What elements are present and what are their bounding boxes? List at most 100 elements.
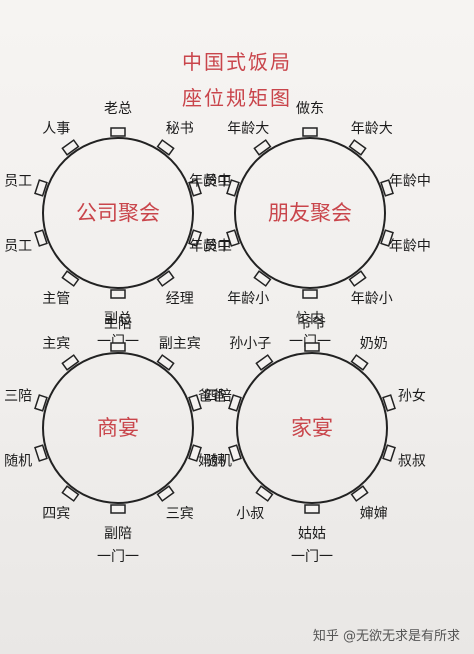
round-table <box>234 137 386 289</box>
seat-label: 副陪 <box>104 526 132 542</box>
chair <box>61 270 80 287</box>
seat-label: 小叔 <box>236 506 264 522</box>
seat-label: 员工 <box>4 238 32 254</box>
seat-label: 主陪 <box>104 316 132 332</box>
seat-label: 孙小子 <box>229 336 271 352</box>
chair <box>382 444 396 462</box>
chair <box>302 289 318 299</box>
seat-label: 叔叔 <box>398 453 426 469</box>
seat-label: 秘书 <box>166 121 194 137</box>
table-title: 家宴 <box>291 416 333 440</box>
chair <box>228 394 242 412</box>
door-label: 一门一 <box>97 549 139 565</box>
seat-label: 姑姑 <box>298 526 326 542</box>
chair <box>34 229 48 247</box>
door-label: 一门一 <box>289 334 331 350</box>
seat-label: 孙女 <box>398 388 426 405</box>
chair <box>61 139 80 156</box>
seat-label: 老总 <box>104 101 132 117</box>
chair <box>226 179 240 197</box>
chair <box>110 342 126 352</box>
chair <box>253 139 272 156</box>
seat-label: 爸爸 <box>198 389 226 405</box>
chair <box>188 444 202 462</box>
chair <box>350 485 369 502</box>
seat-label: 婶婶 <box>360 506 388 522</box>
chair <box>34 394 48 412</box>
chair <box>110 289 126 299</box>
seat-label: 副总 <box>104 311 132 327</box>
round-table <box>42 137 194 289</box>
chair <box>348 139 367 156</box>
door-label: 一门一 <box>97 334 139 350</box>
chair <box>156 485 175 502</box>
chair <box>253 270 272 287</box>
round-table <box>236 352 388 504</box>
seat-label: 年龄大 <box>351 121 393 137</box>
door-label: 一门一 <box>291 549 333 565</box>
seat-label: 三宾 <box>166 506 194 522</box>
seat-label: 人事 <box>42 121 70 137</box>
seat-label: 年龄小 <box>351 291 393 307</box>
seat-label: 奶奶 <box>360 336 388 352</box>
seat-label: 年龄大 <box>227 121 269 137</box>
chair <box>304 504 320 514</box>
seat-label: 爷爷 <box>298 316 326 332</box>
chair <box>156 354 175 371</box>
chair <box>61 485 80 502</box>
seat-label: 四陪 <box>204 389 232 405</box>
chair <box>61 354 80 371</box>
seat-label: 四宾 <box>42 506 70 522</box>
seat-label: 妈妈 <box>198 453 226 469</box>
seat-label: 年龄中 <box>189 238 231 254</box>
chair <box>188 179 202 197</box>
chair <box>304 342 320 352</box>
diagram-title: 中国式饭局 <box>182 50 292 74</box>
table-title: 商宴 <box>97 416 139 440</box>
chair <box>302 127 318 137</box>
seat-label: 经理 <box>166 291 194 307</box>
seat-label: 员工 <box>4 174 32 190</box>
chair <box>226 229 240 247</box>
chair <box>110 504 126 514</box>
table-title: 公司聚会 <box>76 201 160 225</box>
watermark: 知乎 @无欲无求是有所求 <box>312 629 460 644</box>
seat-label: 主管 <box>42 291 70 307</box>
seat-label: 年龄中 <box>389 238 431 254</box>
seat-label: 年龄中 <box>189 174 231 190</box>
diagram-subtitle: 座位规矩图 <box>182 86 292 110</box>
seat-label: 随机 <box>4 453 32 469</box>
chair <box>255 354 274 371</box>
table-title: 朋友聚会 <box>268 201 352 225</box>
seat-label: 随机 <box>204 453 232 469</box>
chair <box>350 354 369 371</box>
chair <box>110 127 126 137</box>
chair <box>156 139 175 156</box>
seat-label: 忙内 <box>296 311 324 327</box>
chair <box>188 394 202 412</box>
chair <box>34 179 48 197</box>
chair <box>348 270 367 287</box>
chair <box>382 394 396 412</box>
chair <box>188 229 202 247</box>
chair <box>156 270 175 287</box>
round-table <box>42 352 194 504</box>
chair <box>380 229 394 247</box>
seat-label: 主宾 <box>42 336 70 352</box>
seat-label: 年龄小 <box>227 291 269 307</box>
seat-label: 员工 <box>204 174 232 190</box>
chair <box>228 444 242 462</box>
seat-label: 年龄中 <box>389 174 431 190</box>
chair <box>255 485 274 502</box>
seat-label: 三陪 <box>4 389 32 405</box>
seat-label: 员工 <box>204 238 232 254</box>
chair <box>34 444 48 462</box>
seat-label: 副主宾 <box>159 336 201 352</box>
chair <box>380 179 394 197</box>
